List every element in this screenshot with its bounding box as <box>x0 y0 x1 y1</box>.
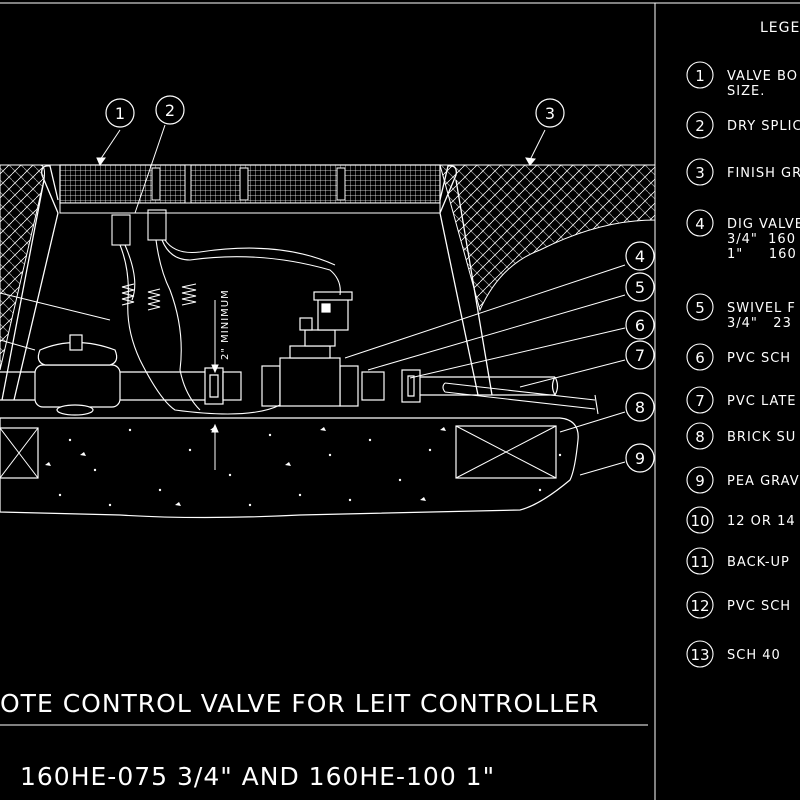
callout-7: 7 <box>625 340 655 370</box>
control-valve <box>279 291 353 407</box>
legend-text: 3/4" 23 <box>727 316 792 331</box>
soil-right <box>439 164 656 312</box>
callout-3: 3 <box>535 98 565 128</box>
legend-number: 10 <box>690 512 709 530</box>
callout-9: 9 <box>625 443 655 473</box>
valve-box-wall-right <box>439 165 493 396</box>
callout-2: 2 <box>155 95 185 125</box>
legend-item-7: 7 PVC LATE <box>686 386 797 414</box>
swivel-fittings <box>204 365 421 407</box>
callout-4: 4 <box>625 241 655 271</box>
dimension-label: 2" MINIMUM <box>220 289 231 360</box>
valve-box-lid <box>59 164 441 204</box>
callout-number: 7 <box>635 346 645 365</box>
callout-number: 1 <box>115 104 125 123</box>
valve-box-wall-left <box>1 165 59 401</box>
legend-text: FINISH GR <box>727 166 800 181</box>
brick-left <box>0 427 39 479</box>
legend-text: BRICK SU <box>727 430 796 445</box>
legend-number: 12 <box>690 597 709 615</box>
brick-right <box>455 425 557 479</box>
legend-number: 1 <box>695 67 705 85</box>
callout-number: 8 <box>635 398 645 417</box>
legend-number: 6 <box>695 349 705 367</box>
legend-item-11: 11 BACK-UP <box>686 547 790 575</box>
callout-number: 6 <box>635 316 645 335</box>
legend-text: PVC SCH <box>727 599 791 614</box>
legend-text: PVC LATE <box>727 394 797 409</box>
legend-text: SWIVEL F <box>727 301 796 316</box>
pvc-pipe <box>0 371 559 401</box>
callout-number: 5 <box>635 278 645 297</box>
callout-5: 5 <box>625 272 655 302</box>
callout-number: 9 <box>635 449 645 468</box>
legend-text: SIZE. <box>727 84 765 99</box>
legend-item-3: 3 FINISH GR <box>686 158 800 186</box>
legend-text: BACK-UP <box>727 555 790 570</box>
legend-item-2: 2 DRY SPLIC <box>686 111 800 139</box>
legend-number: 11 <box>690 553 709 571</box>
legend-item-9: 9 PEA GRAV <box>686 466 800 494</box>
legend-item-5: 5 SWIVEL F3/4" 23 <box>686 293 796 331</box>
legend-title: LEGE <box>760 20 800 36</box>
callout-number: 4 <box>635 247 645 266</box>
soil-left <box>0 164 45 371</box>
legend-number: 2 <box>695 117 705 135</box>
legend-text: 12 OR 14 <box>727 514 796 529</box>
legend-item-13: 13 SCH 40 <box>686 640 781 668</box>
legend-text: 3/4" 160 <box>727 232 796 247</box>
legend-item-12: 12 PVC SCH <box>686 591 791 619</box>
legend-number: 13 <box>690 646 709 664</box>
legend-number: 5 <box>695 299 705 317</box>
callout-number: 2 <box>165 101 175 120</box>
pea-gravel-base <box>0 417 579 519</box>
legend-number: 7 <box>695 392 705 410</box>
legend-number: 4 <box>695 215 705 233</box>
gravel-dots <box>45 427 562 507</box>
legend-text: PVC SCH <box>727 351 791 366</box>
legend-text: SCH 40 <box>727 648 781 663</box>
legend-item-10: 10 12 OR 14 <box>686 506 796 534</box>
legend-number: 8 <box>695 428 705 446</box>
callout-1: 1 <box>105 98 135 128</box>
legend-text: PEA GRAV <box>727 474 800 489</box>
lateral-pipe <box>442 382 599 415</box>
detail-title: OTE CONTROL VALVE FOR LEIT CONTROLLER <box>0 689 599 718</box>
legend-text: 1" 160 <box>727 247 797 262</box>
splice-wires <box>111 209 341 415</box>
callout-6: 6 <box>625 310 655 340</box>
legend-text: DRY SPLIC <box>727 119 800 134</box>
legend-text: VALVE BO <box>727 69 798 84</box>
ball-valve <box>34 334 121 416</box>
legend-text: DIG VALVE <box>727 217 800 232</box>
detail-subtitle: 160HE-075 3/4" AND 160HE-100 1" <box>20 762 495 791</box>
legend-number: 3 <box>695 164 705 182</box>
legend-item-8: 8 BRICK SU <box>686 422 796 450</box>
legend-item-6: 6 PVC SCH <box>686 343 791 371</box>
callout-bubbles: 1 2 3 4 5 6 7 8 9 <box>105 95 655 473</box>
legend-number: 9 <box>695 472 705 490</box>
leader-lines <box>0 124 626 476</box>
min-dimension <box>211 300 219 470</box>
callout-number: 3 <box>545 104 555 123</box>
callout-8: 8 <box>625 392 655 422</box>
